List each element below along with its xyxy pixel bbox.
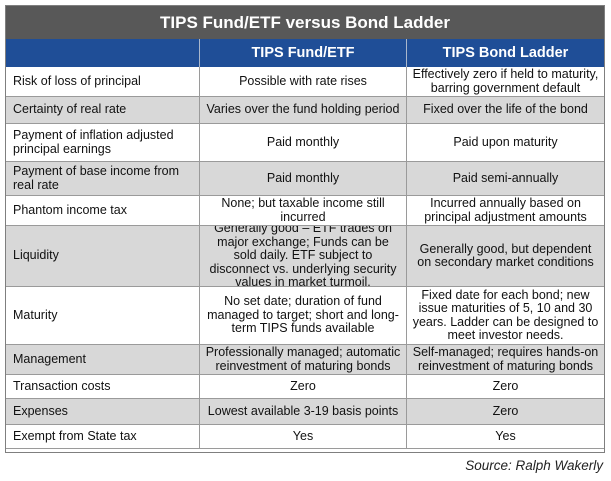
row-label: Payment of base income from real rate [6, 162, 200, 196]
fund-cell: Paid monthly [200, 162, 407, 196]
row-label: Maturity [6, 287, 200, 345]
fund-cell: Lowest available 3-19 basis points [200, 399, 407, 425]
fund-cell: Paid monthly [200, 124, 407, 162]
row-label: Liquidity [6, 226, 200, 287]
fund-cell: None; but taxable income still incurred [200, 196, 407, 226]
source-note: Source: Ralph Wakerly [465, 458, 603, 473]
row-label: Risk of loss of principal [6, 67, 200, 97]
row-label: Management [6, 345, 200, 375]
ladder-cell: Zero [407, 375, 604, 399]
table-title: TIPS Fund/ETF versus Bond Ladder [6, 6, 604, 39]
ladder-cell: Incurred annually based on principal adj… [407, 196, 604, 226]
row-label: Exempt from State tax [6, 425, 200, 449]
fund-cell: Zero [200, 375, 407, 399]
fund-cell: Varies over the fund holding period [200, 97, 407, 124]
row-label: Transaction costs [6, 375, 200, 399]
ladder-cell: Paid semi-annually [407, 162, 604, 196]
ladder-cell: Fixed date for each bond; new issue matu… [407, 287, 604, 345]
ladder-cell: Self-managed; requires hands-on reinvest… [407, 345, 604, 375]
fund-cell: Possible with rate rises [200, 67, 407, 97]
fund-cell: Generally good – ETF trades on major exc… [200, 226, 407, 287]
header-blank [6, 39, 200, 67]
table-row: Payment of inflation adjusted principal … [6, 124, 604, 162]
ladder-cell: Paid upon maturity [407, 124, 604, 162]
fund-cell: No set date; duration of fund managed to… [200, 287, 407, 345]
comparison-table: TIPS Fund/ETF TIPS Bond Ladder [6, 39, 604, 67]
fund-cell: Professionally managed; automatic reinve… [200, 345, 407, 375]
ladder-cell: Generally good, but dependent on seconda… [407, 226, 604, 287]
comparison-table-frame: TIPS Fund/ETF versus Bond Ladder TIPS Fu… [5, 5, 605, 453]
header-bond-ladder: TIPS Bond Ladder [407, 39, 604, 67]
row-label: Phantom income tax [6, 196, 200, 226]
ladder-cell: Zero [407, 399, 604, 425]
row-label: Certainty of real rate [6, 97, 200, 124]
ladder-cell: Effectively zero if held to maturity, ba… [407, 67, 604, 97]
ladder-cell: Fixed over the life of the bond [407, 97, 604, 124]
header-tips-fund: TIPS Fund/ETF [200, 39, 407, 67]
row-label: Expenses [6, 399, 200, 425]
row-label: Payment of inflation adjusted principal … [6, 124, 200, 162]
ladder-cell: Yes [407, 425, 604, 449]
fund-cell: Yes [200, 425, 407, 449]
